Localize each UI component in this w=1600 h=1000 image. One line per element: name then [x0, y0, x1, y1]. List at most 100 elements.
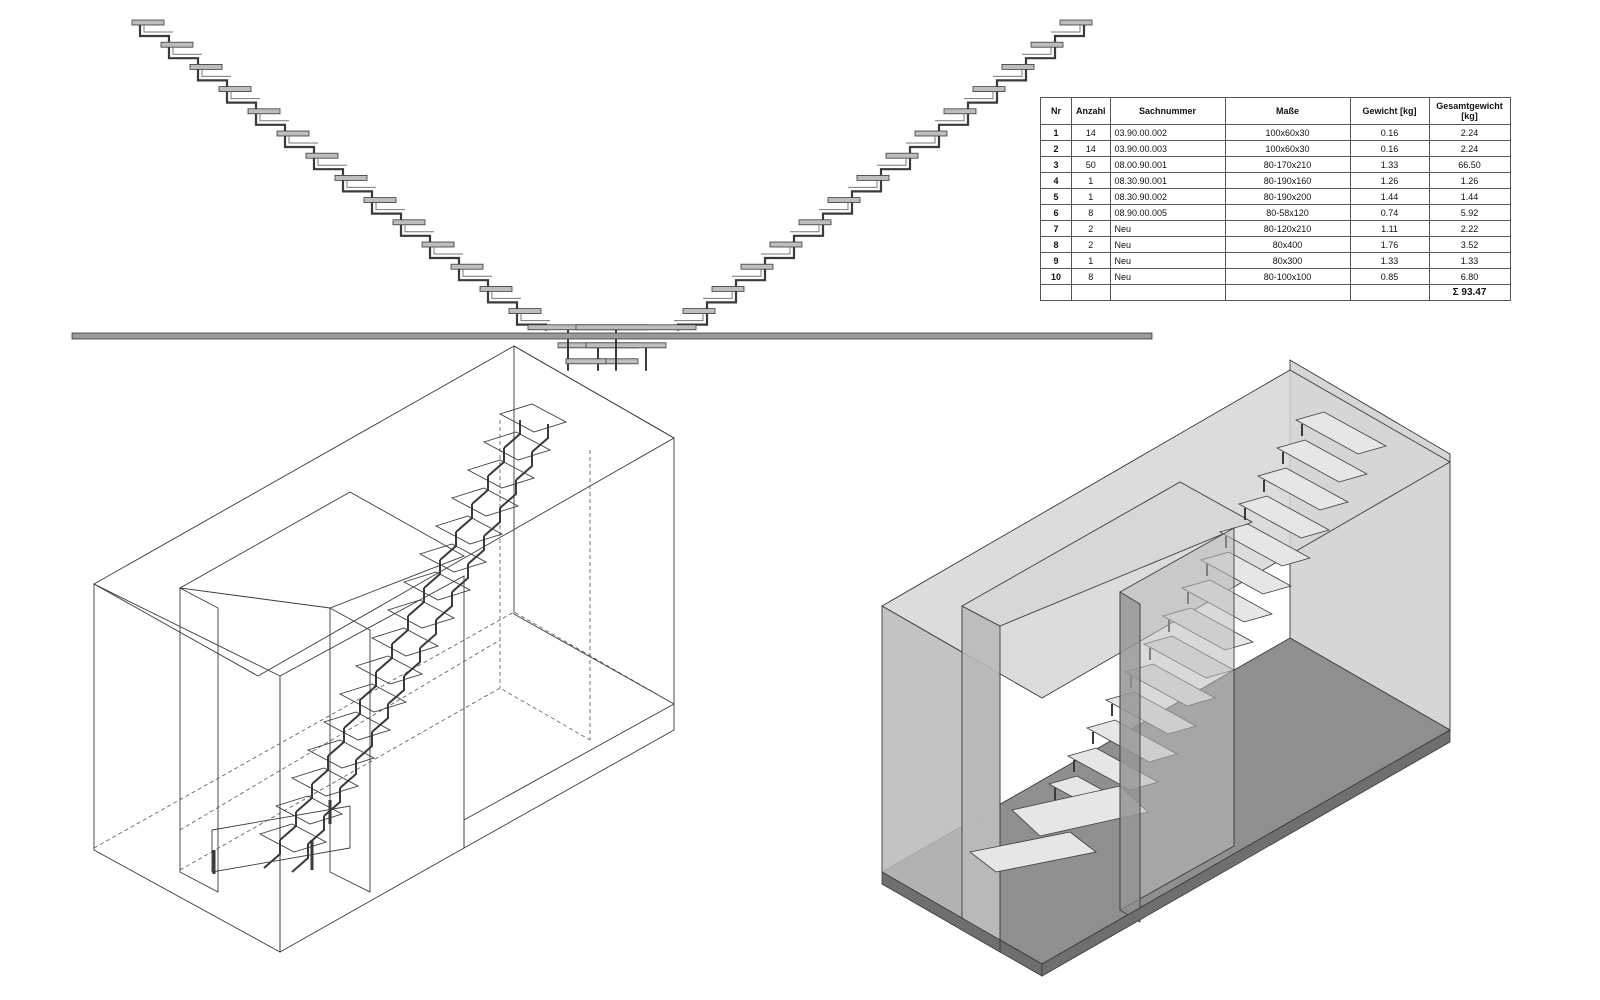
- stair-stringer: [763, 247, 796, 265]
- stair-tread: [798, 219, 832, 226]
- floor-slab-edge: [1041, 729, 1451, 977]
- stair-stringer-inner: [375, 202, 405, 211]
- cell-masse: 80x300: [1224, 252, 1351, 269]
- stair-tread: [363, 197, 397, 204]
- floor-slab: [71, 332, 1153, 340]
- parts-list-table: Nr Anzahl Sachnummer Maße Gewicht [kg] G…: [1040, 97, 1511, 301]
- cell-nr: 4: [1040, 172, 1072, 189]
- stair-stringer-inner: [433, 247, 463, 255]
- stair-stringer: [879, 158, 912, 176]
- stair-stringer: [343, 700, 361, 729]
- stair-landing: [211, 805, 351, 873]
- stair-stringer: [371, 704, 389, 733]
- cell-nr: 9: [1040, 252, 1072, 269]
- cell-gesamtgewicht: 2.24: [1428, 140, 1511, 157]
- cell-nr: 7: [1040, 220, 1072, 237]
- cell-gewicht: 0.85: [1349, 268, 1430, 285]
- cell-sachnummer: Neu: [1109, 220, 1226, 237]
- table-header-row: Nr Anzahl Sachnummer Maße Gewicht [kg] G…: [1040, 97, 1511, 125]
- cell-empty: [1071, 284, 1111, 301]
- stair-stringer: [995, 69, 1028, 87]
- cell-gewicht: 1.26: [1349, 172, 1430, 189]
- stair-stringer: [399, 224, 432, 242]
- floor-edge: [463, 703, 675, 849]
- stair-tread: [305, 152, 339, 159]
- stair-tread: [1275, 439, 1369, 483]
- cell-gesamtgewicht: 6.80: [1428, 268, 1511, 285]
- inner-wall-top: [178, 491, 466, 609]
- stair-tread: [354, 655, 424, 685]
- stair-stringer: [355, 732, 373, 761]
- stair-tread: [1030, 41, 1064, 48]
- cell-gewicht: 1.76: [1349, 236, 1430, 253]
- stair-stringer: [705, 291, 738, 309]
- stair-stringer: [391, 616, 409, 645]
- cell-anzahl: 1: [1071, 252, 1111, 269]
- stair-stringer-inner: [288, 136, 318, 144]
- stair-stringer: [486, 291, 519, 309]
- back-wall-face: [513, 345, 675, 705]
- cell-nr: 5: [1040, 188, 1072, 205]
- cell-gewicht: 1.44: [1349, 188, 1430, 205]
- inner-wall-top: [961, 481, 1254, 627]
- cell-masse: 80-190x200: [1224, 188, 1351, 205]
- stair-stringer: [471, 476, 489, 505]
- stair-stringer-inner: [964, 91, 994, 100]
- stair-tread: [575, 324, 697, 331]
- stair-tread: [498, 403, 568, 433]
- cell-masse: 100x60x30: [1224, 124, 1351, 141]
- wireframe-isometric: [93, 345, 675, 953]
- stair-stringer: [387, 676, 405, 705]
- stair-tread: [1059, 19, 1093, 26]
- cell-anzahl: 14: [1071, 140, 1111, 157]
- stair-stringer: [457, 269, 490, 287]
- stair-stringer: [225, 91, 258, 109]
- cell-gesamtgewicht: 3.52: [1428, 236, 1511, 253]
- cell-gewicht: 0.16: [1349, 124, 1430, 141]
- cell-gesamtgewicht: 1.33: [1428, 252, 1511, 269]
- stair-stringer: [499, 480, 517, 509]
- stair-stringer-inner: [877, 158, 907, 166]
- staircase-elevation-left: [131, 19, 649, 371]
- cell-masse: 80-170x210: [1224, 156, 1351, 173]
- cell-gewicht: 0.74: [1349, 204, 1430, 221]
- stair-stringer-inner: [230, 91, 260, 100]
- shaded-isometric: [881, 359, 1451, 977]
- stair-stringer: [821, 202, 854, 220]
- cell-sachnummer: 03.90.00.003: [1109, 140, 1226, 157]
- stair-stringer: [359, 672, 377, 701]
- stair-stringer: [370, 202, 403, 220]
- stair-tread: [1237, 495, 1331, 539]
- stair-stringer: [341, 180, 374, 198]
- stair-tread: [450, 487, 520, 517]
- stair-stringer: [966, 91, 999, 109]
- total-weight: Σ 93.47: [1428, 284, 1511, 301]
- cell-masse: 80-58x120: [1224, 204, 1351, 221]
- stair-stringer: [467, 536, 485, 565]
- stair-stringer-inner: [761, 247, 791, 255]
- stair-tread: [276, 130, 310, 137]
- cell-sachnummer: 03.90.00.002: [1109, 124, 1226, 141]
- stair-tread: [914, 130, 948, 137]
- stair-stringer-inner: [819, 202, 849, 211]
- stair-tread: [450, 263, 484, 270]
- cell-sachnummer: 08.00.90.001: [1109, 156, 1226, 173]
- stair-tread: [769, 241, 803, 248]
- stair-tread: [585, 342, 667, 349]
- stair-stringer: [312, 158, 345, 176]
- cell-sachnummer: Neu: [1109, 268, 1226, 285]
- stair-tread: [189, 64, 223, 70]
- stair-stringer: [295, 784, 313, 813]
- stair-tread: [565, 358, 607, 365]
- stair-tread: [466, 459, 536, 489]
- inner-pier-a: [179, 587, 219, 893]
- stair-tread: [1001, 64, 1035, 70]
- stair-stringer-inner: [172, 47, 202, 55]
- stair-tread: [682, 308, 716, 315]
- stair-stringer: [850, 180, 883, 198]
- stair-stringer: [908, 136, 941, 154]
- stair-stringer: [451, 564, 469, 593]
